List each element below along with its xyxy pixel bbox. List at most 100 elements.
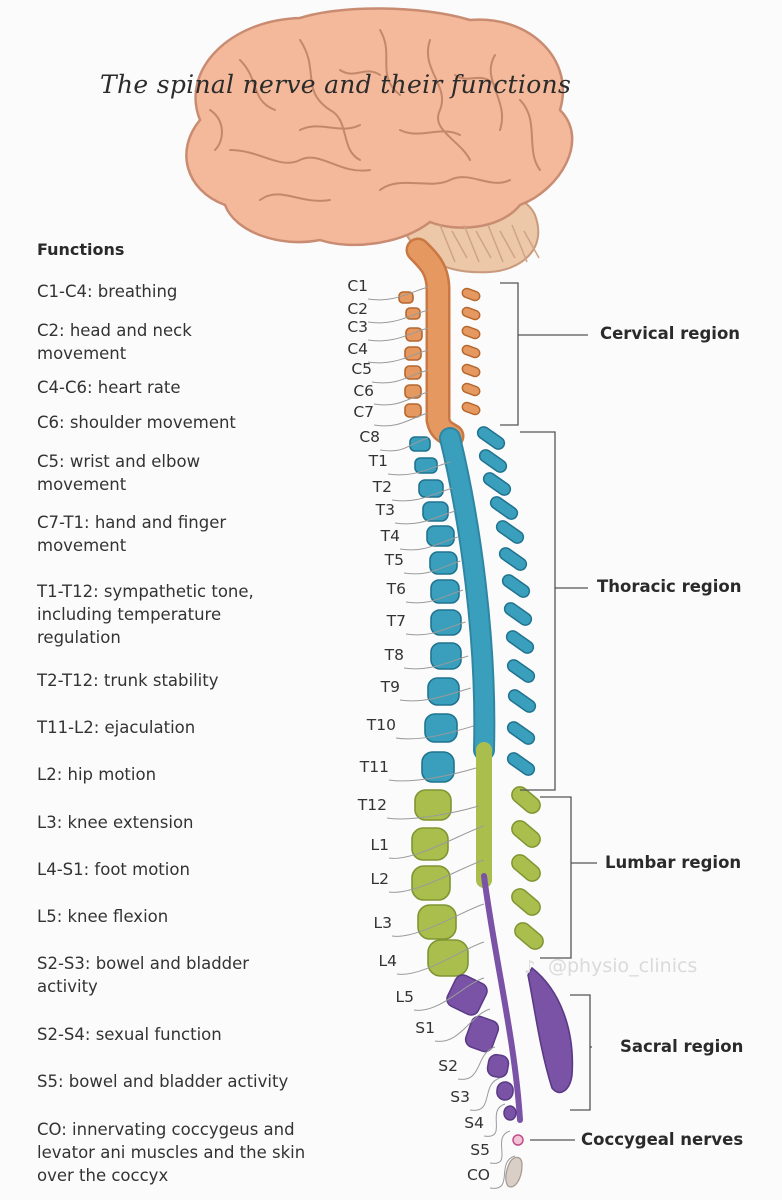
region-brackets xyxy=(500,282,597,1141)
function-item: C6: shoulder movement xyxy=(37,413,236,432)
vertebra-label: C6 xyxy=(353,382,374,400)
vertebra-label: L5 xyxy=(395,988,415,1006)
nerve-root xyxy=(403,560,461,575)
nerve-root xyxy=(367,349,429,364)
cerebellum-fold xyxy=(463,224,480,263)
function-item: T11-L2: ejaculation xyxy=(37,718,196,737)
vertebra-label: L2 xyxy=(370,870,390,888)
nerve-root xyxy=(489,1130,511,1164)
function-item: C1-C4: breathing xyxy=(37,282,178,301)
vertebra-label: T5 xyxy=(384,551,404,569)
vertebrae xyxy=(398,287,574,1188)
spinous-process xyxy=(501,574,531,598)
region-bracket xyxy=(540,796,572,959)
vertebra-label: T1 xyxy=(368,452,388,470)
sacral-segment xyxy=(486,1053,510,1079)
spinous-process xyxy=(461,287,481,302)
spinous-process xyxy=(489,496,519,520)
spinous-process xyxy=(461,363,481,378)
cerebellum-fold xyxy=(439,224,456,263)
tiktok-icon: ♪ xyxy=(524,957,536,978)
brain-fold xyxy=(454,74,496,86)
nerve-root xyxy=(391,903,485,937)
function-item: CO: innervating coccygeus and levator an… xyxy=(37,1120,306,1185)
coccygeal-nerve-dot xyxy=(512,1134,524,1146)
nerve-root xyxy=(413,977,485,1011)
brain-fold xyxy=(239,59,276,111)
vertebra-body xyxy=(414,457,438,474)
nerve-root xyxy=(373,412,429,427)
nerve-root xyxy=(434,1008,491,1042)
vertebra-body xyxy=(398,291,414,304)
brain-fold xyxy=(229,149,371,172)
brain-fold xyxy=(399,129,461,136)
brain-fold xyxy=(489,54,503,131)
brain-fold xyxy=(519,99,541,171)
function-item: T1-T12: sympathetic tone, including temp… xyxy=(37,582,254,647)
vertebra-label: L1 xyxy=(370,836,390,854)
vertebra-body xyxy=(424,713,458,743)
region-label: Thoracic region xyxy=(597,577,742,596)
vertebra-label: S3 xyxy=(450,1088,470,1106)
region-label: Coccygeal nerves xyxy=(581,1130,744,1149)
vertebra-label: L3 xyxy=(373,914,393,932)
vertebra-label: S2 xyxy=(438,1057,458,1075)
nerve-root xyxy=(373,391,429,406)
nerve-root xyxy=(399,536,458,551)
nerve-root xyxy=(391,487,453,502)
vertebra-body xyxy=(430,642,462,670)
spinous-process xyxy=(506,752,536,776)
vertebra-label: T6 xyxy=(386,580,406,598)
vertebra-body xyxy=(418,479,444,498)
function-item: C7-T1: hand and finger movement xyxy=(37,513,227,555)
functions-heading: Functions xyxy=(37,240,125,259)
vertebra-label: S1 xyxy=(415,1019,435,1037)
vertebra-body xyxy=(430,609,462,636)
nerve-root xyxy=(489,1155,516,1189)
sacral-segment xyxy=(496,1081,514,1101)
brain-fold xyxy=(379,176,511,191)
nerve-root xyxy=(367,327,429,342)
nerve-root xyxy=(388,825,485,859)
brain-fold xyxy=(379,29,401,96)
vertebra-label: C3 xyxy=(347,318,368,336)
nerve-root xyxy=(371,369,429,384)
function-item: S2-S3: bowel and bladder activity xyxy=(37,954,250,996)
nerve-root xyxy=(396,941,485,975)
brain-fold xyxy=(299,124,361,131)
spinous-process xyxy=(505,630,535,654)
nerve-root xyxy=(457,1046,496,1080)
sacral-segment xyxy=(464,1015,500,1053)
vertebra-label: C8 xyxy=(359,428,380,446)
spinous-process xyxy=(461,306,481,321)
vertebra-body xyxy=(427,677,460,706)
cerebellum-fold xyxy=(487,224,504,263)
spinous-process xyxy=(511,820,541,848)
function-item: C5: wrist and elbow movement xyxy=(37,452,201,494)
sacrum xyxy=(527,966,574,1094)
spinal-cord xyxy=(405,237,523,1123)
spinous-process xyxy=(511,786,541,814)
vertebra-label: T11 xyxy=(359,758,389,776)
nerve-root xyxy=(399,687,471,702)
nerve-root xyxy=(367,286,429,301)
spinous-process xyxy=(461,325,481,340)
vertebra-body xyxy=(404,403,422,418)
vertebra-body xyxy=(421,751,455,783)
nerve-root xyxy=(405,589,464,604)
nerve-root xyxy=(403,655,469,670)
cerebellum-fold xyxy=(451,230,468,259)
region-bracket xyxy=(570,994,591,1111)
spinous-process xyxy=(511,888,541,916)
brain-fold xyxy=(299,39,361,161)
vertebra-body xyxy=(409,436,431,452)
nerve-root xyxy=(367,309,429,324)
spinous-process xyxy=(461,401,481,416)
function-item: C2: head and neck movement xyxy=(37,321,192,363)
brain-fold xyxy=(339,69,381,76)
sacral-segment xyxy=(446,974,488,1016)
sacral-segment xyxy=(503,1105,517,1121)
nerve-root xyxy=(405,621,466,636)
spinous-process xyxy=(478,449,508,473)
